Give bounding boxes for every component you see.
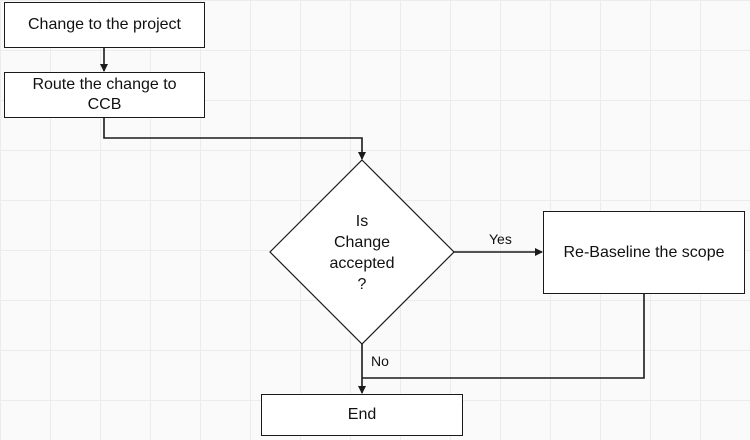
node-route-to-ccb: Route the change to CCB xyxy=(4,72,205,118)
decision-label-line: ? xyxy=(357,276,367,293)
node-change-to-project: Change to the project xyxy=(4,2,205,48)
connector-route-to-decision xyxy=(103,118,366,160)
decision-label: Is Change accepted ? xyxy=(312,211,412,295)
connector-rebaseline-to-end xyxy=(362,294,645,379)
node-change-label: Change to the project xyxy=(28,16,181,33)
edge-label-no: No xyxy=(371,353,389,369)
node-end-label: End xyxy=(347,406,377,423)
node-end: End xyxy=(261,394,463,436)
decision-label-line: Is xyxy=(355,213,369,230)
decision-label-line: Change xyxy=(333,234,391,251)
edge-label-yes: Yes xyxy=(489,231,512,247)
decision-label-line: accepted xyxy=(329,255,395,272)
node-route-label: Route the change to CCB xyxy=(32,76,177,113)
node-rebaseline-label: Re-Baseline the scope xyxy=(563,243,725,261)
node-rebaseline-scope: Re-Baseline the scope xyxy=(543,211,745,294)
